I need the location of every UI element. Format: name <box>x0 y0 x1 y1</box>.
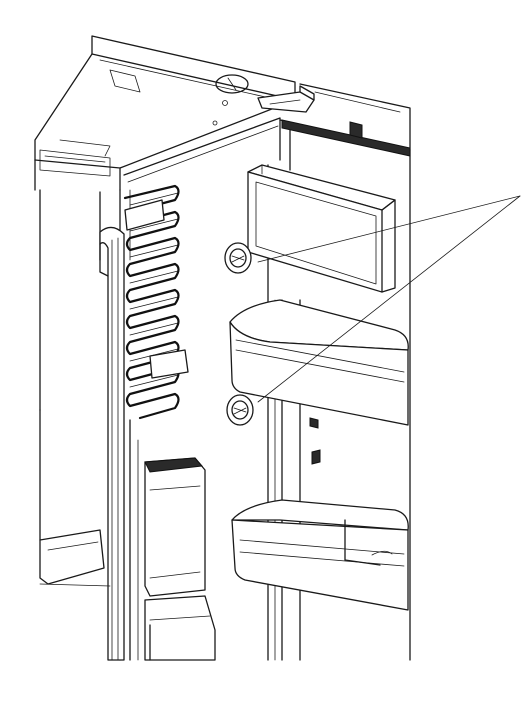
leader-line-lower <box>257 195 521 403</box>
bin-mount-button-lower <box>226 394 254 426</box>
bin-mount-button-upper <box>224 242 252 274</box>
crisper-drawer <box>39 457 216 661</box>
door-bin-middle <box>229 299 409 429</box>
door-bin-lower <box>231 449 409 611</box>
door-hinge <box>257 85 315 113</box>
leader-line-upper <box>257 195 521 263</box>
callout-leaders <box>257 195 521 403</box>
evaporator-coil <box>123 184 189 420</box>
cabinet-lower <box>39 409 139 661</box>
door-handle <box>99 226 125 661</box>
cabinet-top <box>34 35 296 191</box>
door-bin-top <box>247 164 396 293</box>
